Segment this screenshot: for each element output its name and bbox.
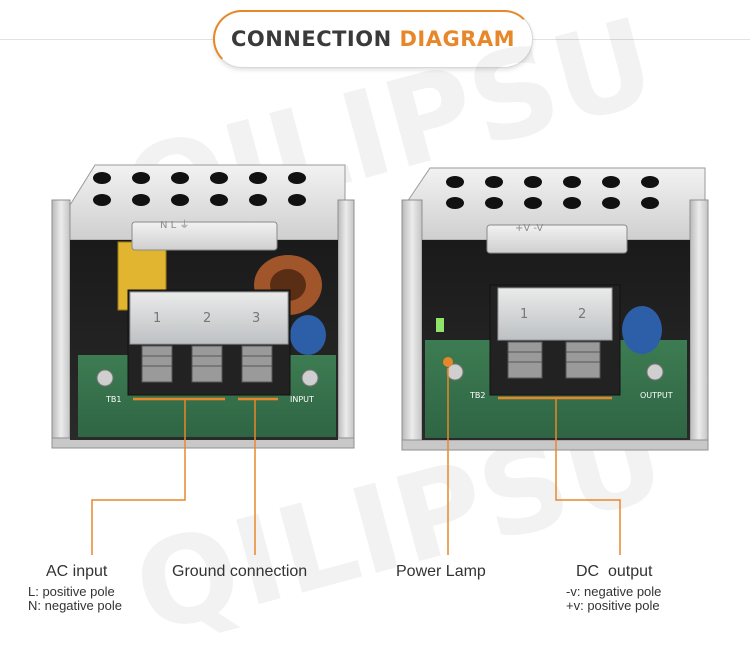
label-ac-input: AC input	[46, 563, 108, 580]
label-dc-output-line2: +v: positive pole	[566, 598, 660, 613]
label-dc-output-line1: -v: negative pole	[566, 584, 662, 599]
label-ac-input-line1: L: positive pole	[28, 584, 115, 599]
label-ground-connection: Ground connection	[172, 563, 308, 580]
terminal-number-1: 1	[153, 311, 161, 326]
terminal-screws	[141, 345, 273, 383]
terminal-number-2: 2	[203, 311, 211, 326]
cover-mark-v: +V -V	[515, 223, 543, 234]
cover-mark-nl-ground: N L ⏚	[160, 219, 189, 231]
pcb-mark-input: INPUT	[290, 395, 314, 404]
terminal-number-3: 3	[252, 311, 260, 326]
page-title: CONNECTION DIAGRAM	[231, 27, 515, 51]
callout-lines	[91, 368, 621, 555]
blue-capacitor-3	[622, 306, 662, 354]
power-lamp-marker	[443, 357, 453, 367]
cover-vent-holes-right	[446, 176, 659, 209]
title-part-connection: CONNECTION	[230, 27, 392, 51]
label-dc-output: DC output	[576, 563, 653, 580]
terminal-clear-cover	[129, 291, 289, 345]
title-part-diagram: DIAGRAM	[399, 27, 516, 51]
cover-vent-holes	[93, 172, 306, 206]
power-lamp-led	[436, 318, 444, 332]
terminal-number-right-1: 1	[520, 307, 528, 322]
blue-capacitor-2	[290, 315, 326, 355]
callout-ac-input	[91, 399, 186, 555]
terminal-number-right-2: 2	[578, 307, 586, 322]
pcb-mark-output: OUTPUT	[640, 391, 673, 400]
left-power-supply-photo: TB1 INPUT N L ⏚ 1 2 3	[51, 164, 355, 449]
label-power-lamp: Power Lamp	[396, 563, 486, 580]
right-power-supply-photo: TB2 OUTPUT +V -V 1 2	[401, 167, 709, 451]
label-ac-input-line2: N: negative pole	[28, 598, 122, 613]
callout-dc-output	[555, 398, 621, 555]
pcb-mark-tb1: TB1	[105, 395, 121, 404]
terminal-clear-cover-right	[497, 287, 613, 341]
title-banner: CONNECTION DIAGRAM	[213, 10, 533, 68]
terminal-screws-right	[507, 341, 601, 379]
pcb-mark-tb2: TB2	[469, 391, 485, 400]
connection-diagram-illustration: TB1 INPUT N L ⏚ 1 2 3	[51, 164, 709, 555]
